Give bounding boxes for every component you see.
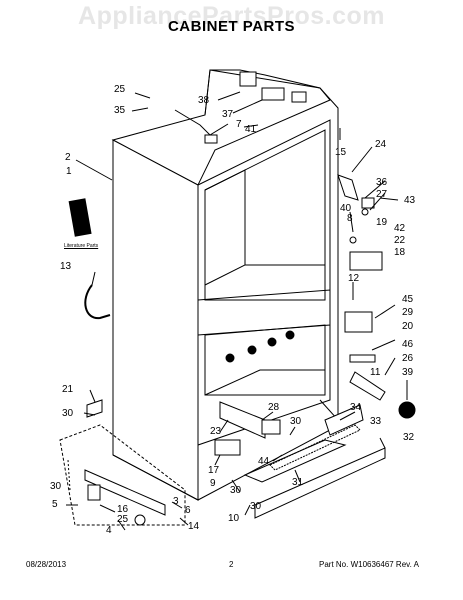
callout-30: 30 bbox=[62, 408, 74, 419]
callout-17: 17 bbox=[208, 465, 220, 476]
callout-30: 30 bbox=[250, 501, 262, 512]
callout-18: 18 bbox=[394, 247, 406, 258]
callout-28: 28 bbox=[268, 402, 280, 413]
footer-date: 08/28/2013 bbox=[26, 560, 67, 569]
water-tube bbox=[84, 284, 111, 320]
kick-plate bbox=[254, 447, 386, 519]
wiring-box bbox=[239, 71, 257, 87]
callout-4: 4 bbox=[106, 525, 112, 536]
callout-15: 15 bbox=[335, 147, 347, 158]
callout-24: 24 bbox=[375, 139, 387, 150]
callout-9: 9 bbox=[210, 478, 216, 489]
callout-33: 33 bbox=[370, 416, 382, 427]
roller-wheel bbox=[398, 401, 416, 419]
callout-30: 30 bbox=[230, 485, 242, 496]
top-hinge bbox=[337, 174, 359, 201]
callout-14: 14 bbox=[188, 521, 200, 532]
callout-26: 26 bbox=[402, 353, 414, 364]
callout-25: 25 bbox=[117, 514, 129, 525]
callout-6: 6 bbox=[185, 505, 191, 516]
callout-10: 10 bbox=[228, 513, 240, 524]
callout-25: 25 bbox=[114, 84, 126, 95]
callout-16: 16 bbox=[117, 504, 129, 515]
hinge-plate bbox=[344, 311, 373, 333]
callout-11: 11 bbox=[370, 367, 381, 378]
callout-8: 8 bbox=[347, 213, 353, 224]
damper bbox=[349, 371, 386, 401]
callout-22: 22 bbox=[394, 235, 406, 246]
literature-booklet bbox=[68, 198, 92, 237]
cabinet-left-side bbox=[112, 139, 199, 501]
callout-44: 44 bbox=[258, 456, 270, 467]
callout-45: 45 bbox=[402, 294, 414, 305]
callout-31: 31 bbox=[292, 477, 304, 488]
callout-23: 23 bbox=[210, 426, 222, 437]
callout-42: 42 bbox=[394, 223, 406, 234]
callout-30: 30 bbox=[290, 416, 302, 427]
hinge-bracket bbox=[349, 251, 383, 271]
footer-part-number: Part No. W10636467 Rev. A bbox=[319, 560, 419, 569]
drain-pan bbox=[214, 439, 241, 456]
fresh-food-opening bbox=[204, 129, 326, 301]
cabinet-front-frame bbox=[197, 119, 331, 446]
watermark: AppliancePartsPros.com bbox=[78, 2, 385, 30]
callout-46: 46 bbox=[402, 339, 414, 350]
cabinet-top-rear bbox=[204, 69, 321, 116]
callout-3: 3 bbox=[173, 496, 179, 507]
mullion bbox=[197, 289, 331, 336]
callout-2: 2 bbox=[65, 152, 71, 163]
callout-34: 34 bbox=[350, 402, 362, 413]
callout-5: 5 bbox=[52, 499, 58, 510]
callout-35: 35 bbox=[114, 105, 126, 116]
bracket-21 bbox=[86, 399, 103, 418]
callout-7: 7 bbox=[236, 119, 242, 130]
callout-41: 41 bbox=[245, 124, 257, 135]
lower-hinge-assy bbox=[219, 401, 266, 439]
callout-27: 27 bbox=[376, 189, 388, 200]
callout-43: 43 bbox=[404, 195, 416, 206]
callout-1: 1 bbox=[66, 166, 72, 177]
callout-40: 40 bbox=[340, 203, 352, 214]
callout-20: 20 bbox=[402, 321, 414, 332]
cabinet-right-side bbox=[319, 87, 339, 422]
base-rail bbox=[59, 424, 186, 526]
callout-13: 13 bbox=[60, 261, 72, 272]
callout-19: 19 bbox=[376, 217, 388, 228]
callout-12: 12 bbox=[348, 273, 360, 284]
callout-21: 21 bbox=[62, 384, 74, 395]
callout-29: 29 bbox=[402, 307, 414, 318]
control-bracket bbox=[261, 87, 285, 101]
callout-39: 39 bbox=[402, 367, 414, 378]
callout-38: 38 bbox=[198, 95, 210, 106]
callout-37: 37 bbox=[222, 109, 234, 120]
page-title: CABINET PARTS bbox=[167, 18, 296, 35]
front-roller bbox=[84, 469, 166, 516]
callout-36: 36 bbox=[376, 177, 388, 188]
callout-30: 30 bbox=[50, 481, 62, 492]
freezer-opening bbox=[204, 324, 326, 396]
literature-parts-label: Literature Parts bbox=[64, 243, 99, 249]
callout-32: 32 bbox=[403, 432, 415, 443]
footer-page-number: 2 bbox=[229, 560, 234, 569]
